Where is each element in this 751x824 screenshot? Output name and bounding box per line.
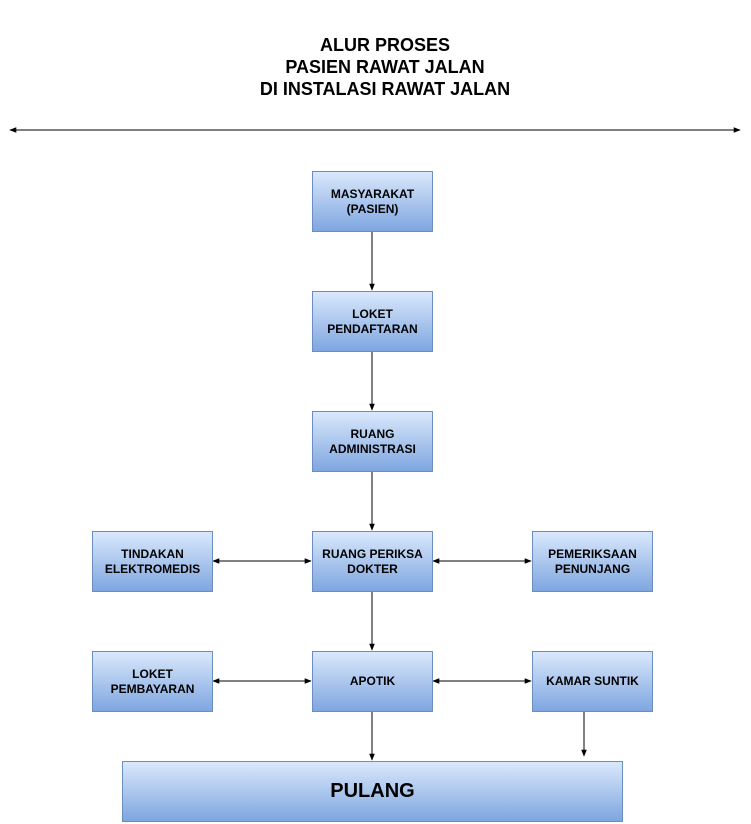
node-loket-pembayaran: LOKET PEMBAYARAN [92, 651, 213, 712]
node-apotik: APOTIK [312, 651, 433, 712]
node-loket-pembayaran-label: LOKET PEMBAYARAN [110, 666, 195, 696]
node-tindakan-label: TINDAKAN ELEKTROMEDIS [104, 546, 201, 576]
node-loket-pendaftaran-label: LOKET PENDAFTARAN [327, 306, 418, 336]
node-masyarakat-label: MASYARAKAT (PASIEN) [330, 186, 415, 216]
node-masyarakat: MASYARAKAT (PASIEN) [312, 171, 433, 232]
node-ruang-administrasi: RUANG ADMINISTRASI [312, 411, 433, 472]
node-apotik-label: APOTIK [349, 674, 396, 688]
node-ruang-administrasi-label: RUANG ADMINISTRASI [329, 426, 416, 456]
node-pemeriksaan-penunjang: PEMERIKSAAN PENUNJANG [532, 531, 653, 592]
node-kamar-suntik: KAMAR SUNTIK [532, 651, 653, 712]
title-line-1: ALUR PROSES [319, 35, 451, 55]
diagram-title: ALUR PROSES PASIEN RAWAT JALAN DI INSTAL… [0, 34, 751, 100]
node-pulang: PULANG [122, 761, 623, 822]
title-line-2: PASIEN RAWAT JALAN [285, 57, 485, 77]
node-ruang-periksa-label: RUANG PERIKSA DOKTER [322, 546, 423, 576]
node-pemeriksaan-label: PEMERIKSAAN PENUNJANG [548, 546, 637, 576]
node-kamar-suntik-label: KAMAR SUNTIK [546, 674, 639, 688]
title-line-3: DI INSTALASI RAWAT JALAN [259, 79, 511, 99]
node-pulang-label: PULANG [330, 780, 415, 802]
node-loket-pendaftaran: LOKET PENDAFTARAN [312, 291, 433, 352]
node-ruang-periksa: RUANG PERIKSA DOKTER [312, 531, 433, 592]
node-tindakan-elektromedis: TINDAKAN ELEKTROMEDIS [92, 531, 213, 592]
